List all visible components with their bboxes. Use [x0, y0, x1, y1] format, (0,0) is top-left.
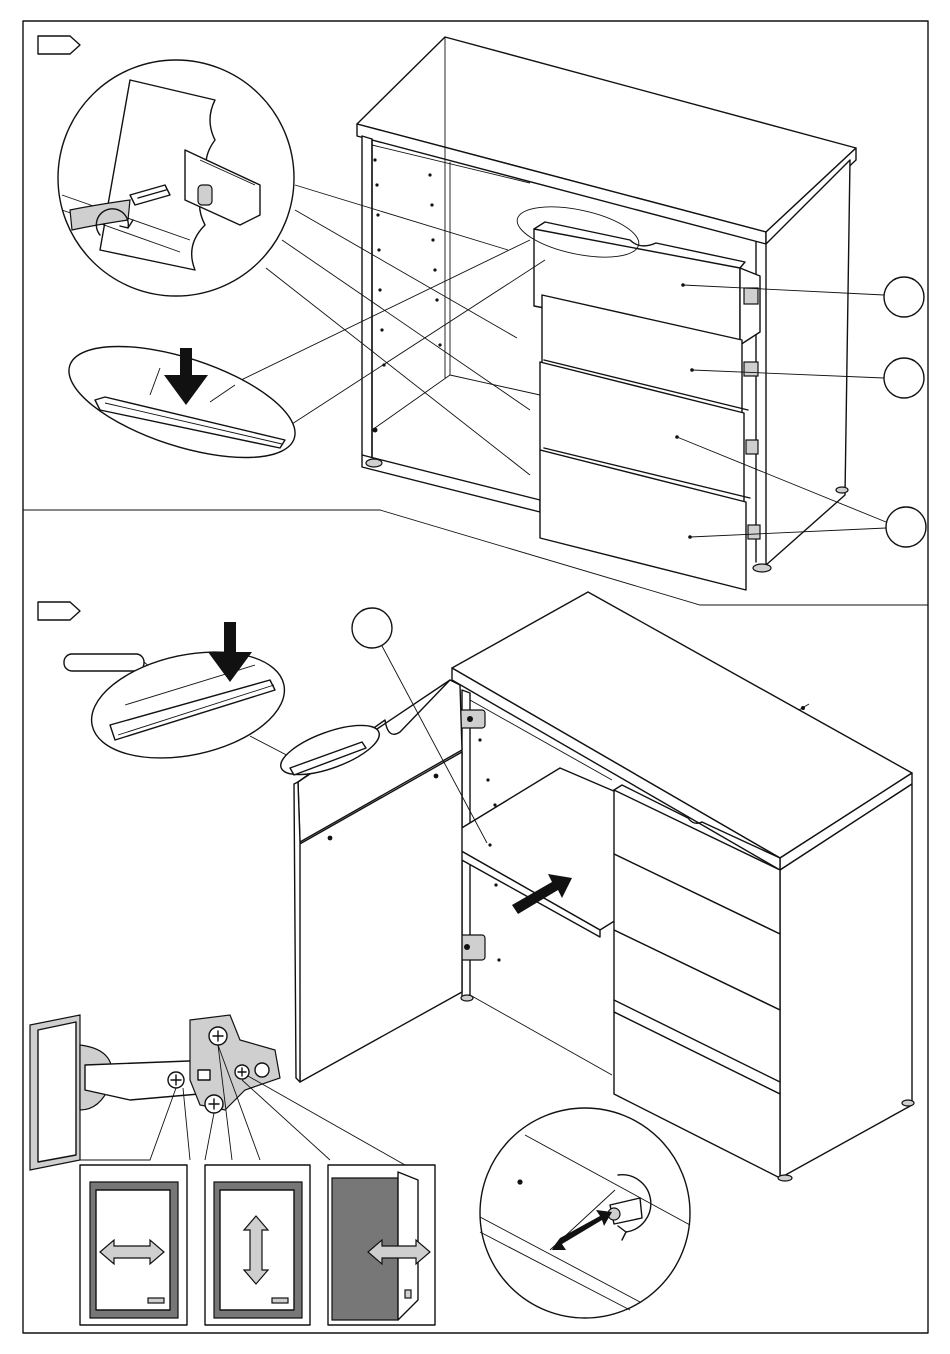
- height-adjustment-icon: [205, 1165, 310, 1325]
- handle-press-detail-2: [82, 622, 385, 785]
- callout-circle-c: [886, 507, 926, 547]
- depth-adjustment-icon: [328, 1165, 435, 1325]
- shelf-pin-holes: [373, 158, 442, 432]
- step-2: [30, 592, 914, 1325]
- cabinet-with-door: [294, 592, 914, 1181]
- step-1: [38, 36, 926, 590]
- callout-circle-b: [884, 358, 924, 398]
- step-2-tag: [38, 602, 80, 620]
- callout-circle-a: [884, 277, 924, 317]
- dresser-body: [357, 37, 856, 590]
- side-adjustment-icon: [80, 1165, 187, 1325]
- shelf-pin-detail: [480, 1108, 690, 1318]
- step-1-tag: [38, 36, 80, 54]
